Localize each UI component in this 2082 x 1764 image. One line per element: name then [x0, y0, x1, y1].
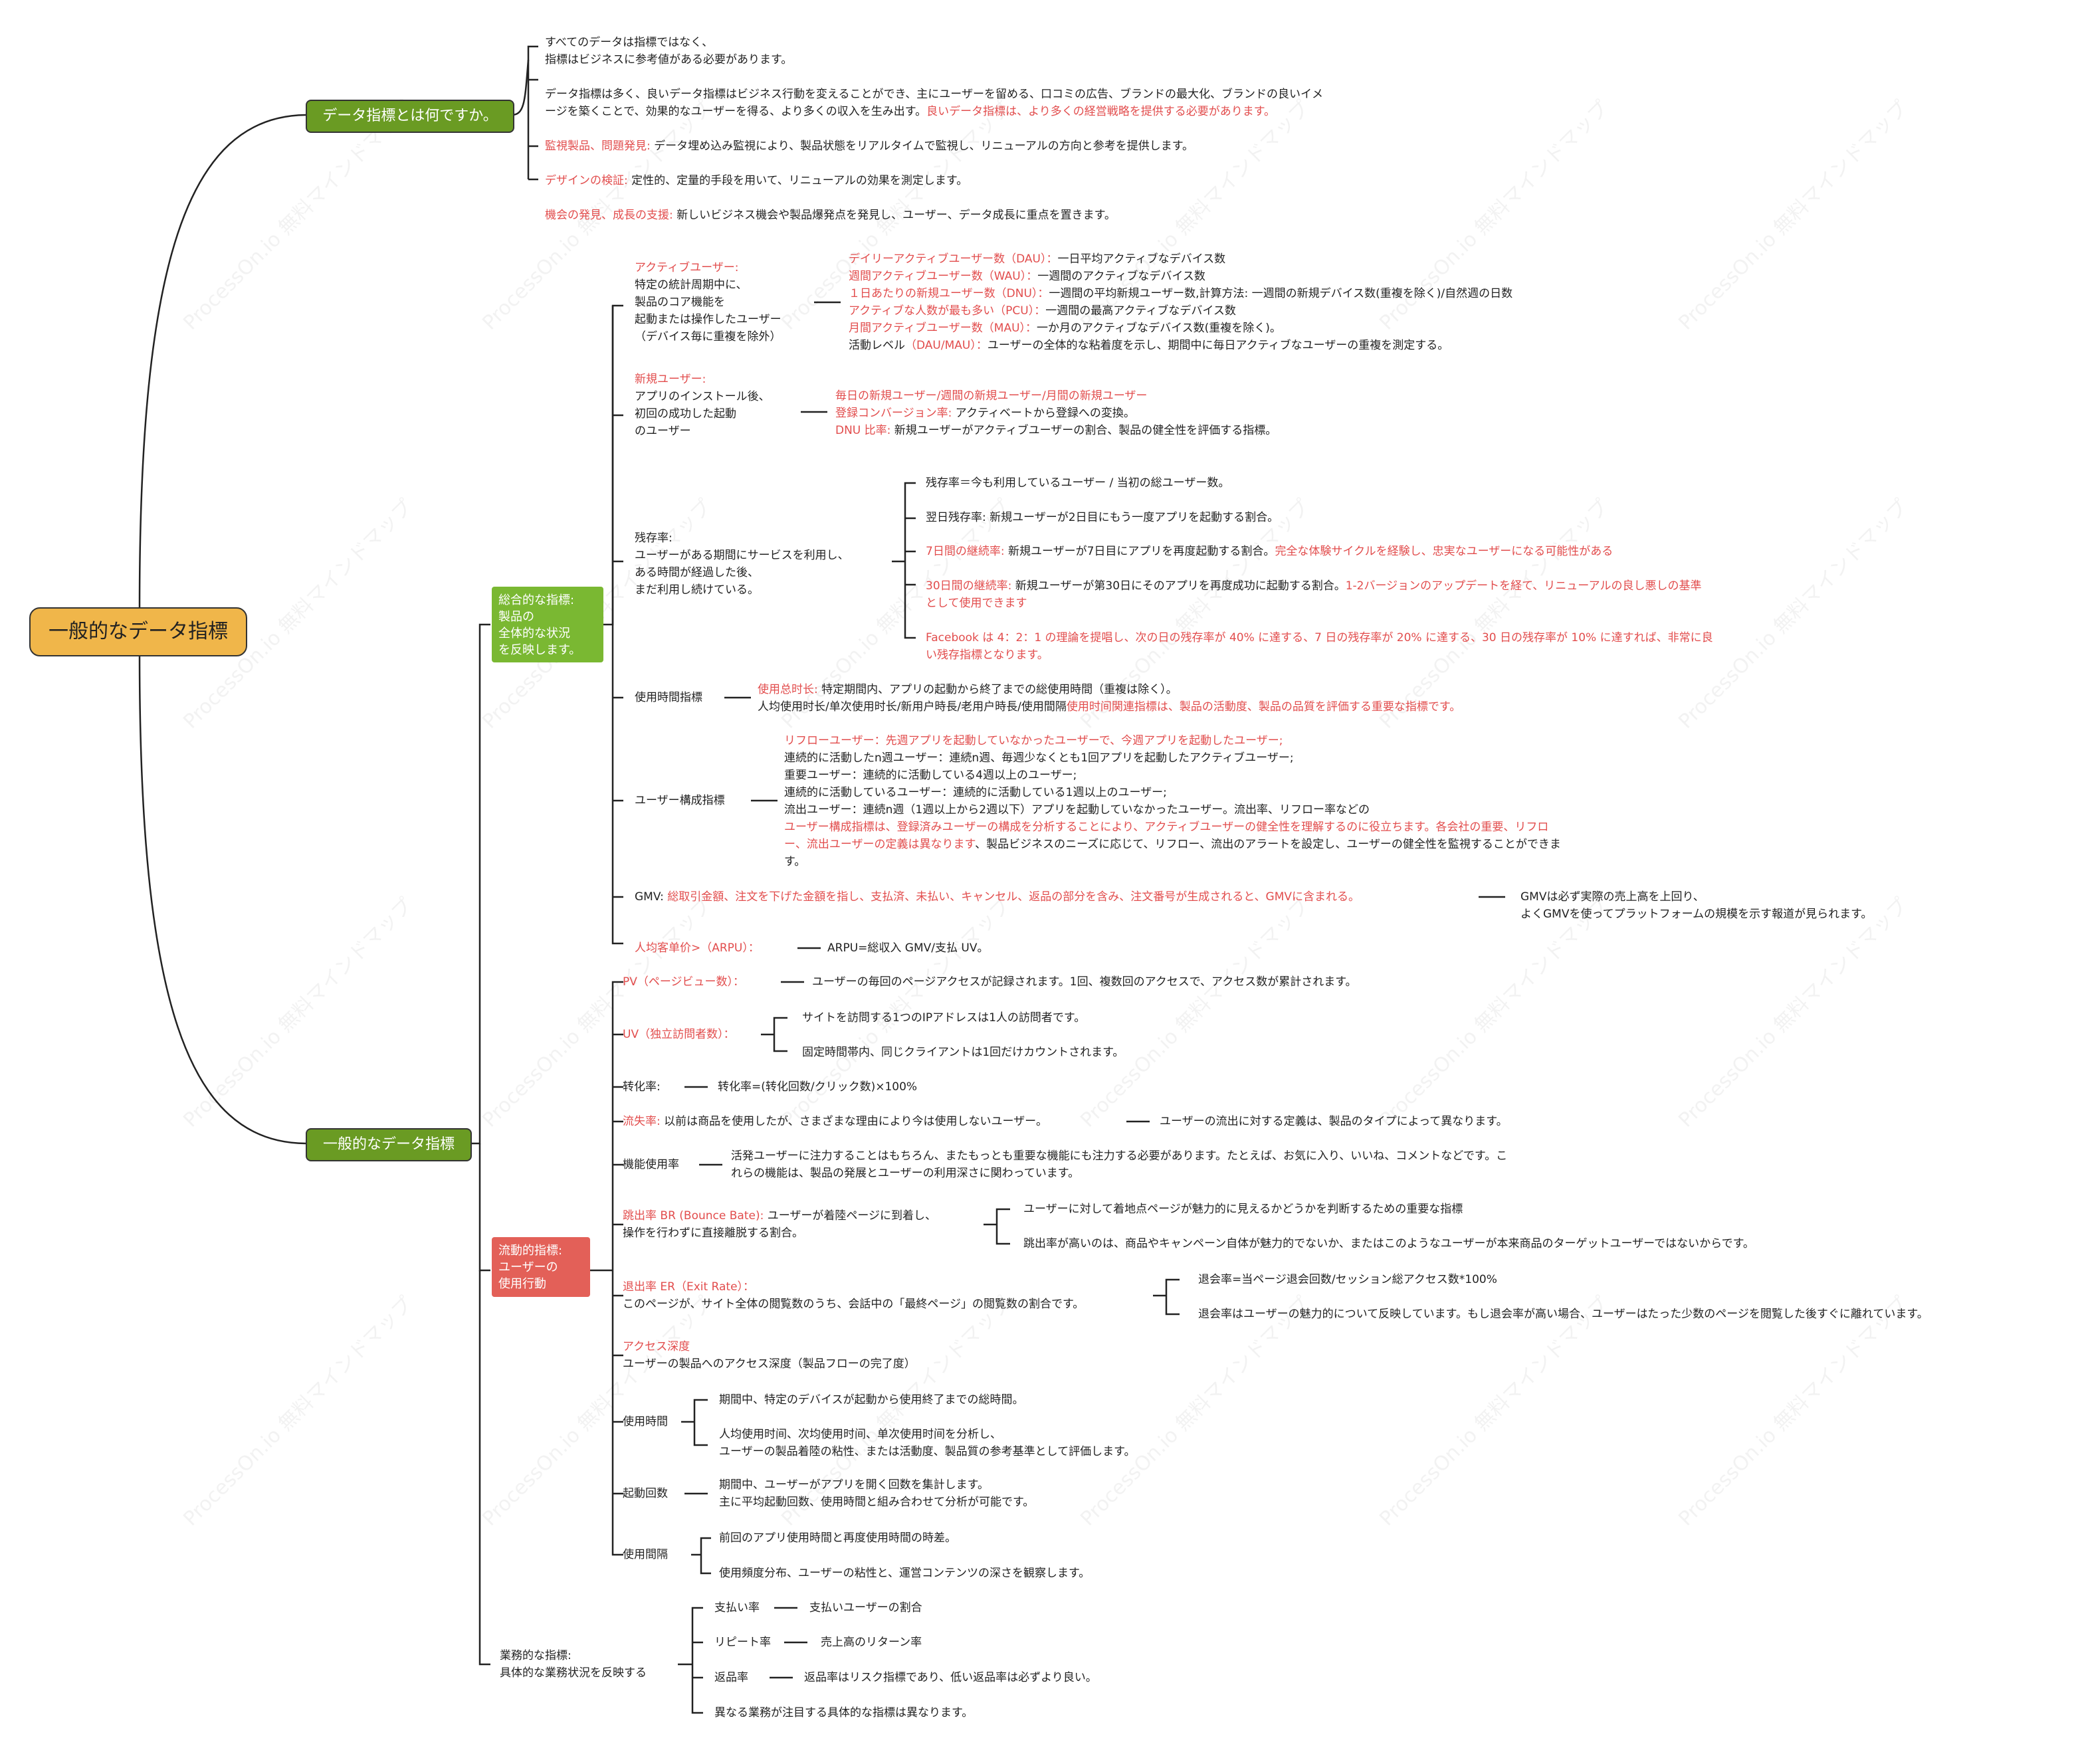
- retention-item-5: Facebook は 4：2：1 の理論を提唱し、次の日の残存率が 40% に達…: [926, 631, 1713, 662]
- b1-text-3: 監視製品、問題発見: データ埋め込み監視により、製品状態をリアルタイムで監視し、…: [545, 140, 1194, 153]
- uv-detail-2: 固定時間帯内、同じクライアントは1回だけカウントされます。: [802, 1046, 1124, 1059]
- root-node[interactable]: 一般的なデータ指標: [29, 607, 247, 656]
- launch-count-details: 期間中、ユーザーがアプリを開く回数を集計します。 主に平均起動回数、使用時間と組…: [719, 1478, 1035, 1509]
- branch-what-is-metric[interactable]: データ指標とは何ですか。: [306, 100, 514, 133]
- usage-duration-detail-1: 期間中、特定のデバイスが起動から使用終了までの総時間。: [719, 1393, 1024, 1407]
- uv-detail-1: サイトを訪問する1つのIPアドレスは1人の訪問者です。: [802, 1011, 1086, 1025]
- other-business-note: 異なる業務が注目する具体的な指標は異なります。: [714, 1706, 974, 1719]
- uv-node[interactable]: UV（独立訪問者数）：: [623, 1028, 735, 1041]
- usage-time-node[interactable]: 使用時間指標: [635, 691, 702, 704]
- launch-count-node[interactable]: 起動回数: [623, 1487, 668, 1500]
- new-user-details: 毎日の新規ユーザー/週間の新規ユーザー/月間の新規ユーザー 登録コンバージョン率…: [835, 389, 1277, 437]
- conversion-rate-node[interactable]: 转化率:: [623, 1080, 661, 1094]
- access-depth-node[interactable]: アクセス深度 ユーザーの製品へのアクセス深度（製品フローの完了度）: [623, 1340, 916, 1371]
- usage-time-details: 使用总时长: 特定期間内、アプリの起動から終了までの総使用時間（重複は除く）。 …: [758, 683, 1461, 714]
- active-user-details: デイリーアクティブユーザー数（DAU）：一日平均アクティブなデバイス数 週間アク…: [849, 252, 1513, 352]
- gmv-details: GMVは必ず実際の売上高を上回り、 よくGMVを使ってプラットフォームの規模を示…: [1520, 890, 1873, 921]
- feature-usage-node[interactable]: 機能使用率: [623, 1158, 679, 1171]
- retention-item-4: 30日間の継続率: 新規ユーザーが第30日にそのアプリを再度成功に起動する割合。…: [926, 579, 1702, 610]
- churn-rate-node[interactable]: 流失率: 以前は商品を使用したが、さまざまな理由により今は使用しないユーザー。: [623, 1115, 1047, 1128]
- bounce-detail-2: 跳出率が高いのは、商品やキャンペーン自体が魅力的でないか、またはこのようなユーザ…: [1023, 1237, 1754, 1250]
- subbranch-overall-metrics[interactable]: 総合的な指標: 製品の 全体的な状況 を反映します。: [492, 587, 603, 662]
- usage-interval-node[interactable]: 使用間隔: [623, 1548, 668, 1561]
- retention-item-3: 7日間の継続率: 新規ユーザーが7日目にアプリを再度起動する割合。完全な体験サイ…: [926, 545, 1614, 558]
- arpu-details: ARPU=総収入 GMV/支払 UV。: [827, 941, 989, 955]
- new-user-node[interactable]: 新規ユーザー: アプリのインストール後、 初回の成功した起動 のユーザー: [635, 373, 770, 438]
- gmv-node[interactable]: GMV: 総取引金額、注文を下げた金額を指し、支払済、未払い、キャンセル、返品の…: [635, 890, 1360, 904]
- usage-duration-detail-2: 人均使用时间、次均使用时间、单次使用时间を分析し、 ユーザーの製品着陸の粘性、ま…: [719, 1428, 1136, 1458]
- bounce-detail-1: ユーザーに対して着地点ページが魅力的に見えるかどうかを判断するための重要な指標: [1023, 1203, 1463, 1216]
- pv-node[interactable]: PV（ページビュー数）：: [623, 975, 745, 989]
- b1-text-2: データ指標は多く、良いデータ指標はビジネス行動を変えることができ、主にユーザーを…: [545, 88, 1323, 118]
- subbranch-business-metrics[interactable]: 業務的な指標: 具体的な業務状況を反映する: [500, 1649, 647, 1680]
- arpu-node[interactable]: 人均客单价>（ARPU）：: [635, 941, 760, 955]
- retention-item-1: 残存率＝今も利用しているユーザー / 当初の総ユーザー数。: [926, 476, 1230, 490]
- pv-details: ユーザーの毎回のページアクセスが記録されます。1回、複数回のアクセスで、アクセス…: [812, 975, 1357, 989]
- b1-text-1: すべてのデータは指標ではなく、 指標はビジネスに参考値がある必要があります。: [545, 36, 793, 66]
- exit-detail-2: 退会率はユーザーの魅力的について反映しています。もし退会率が高い場合、ユーザーは…: [1198, 1308, 1928, 1321]
- retention-node[interactable]: 残存率: ユーザーがある期間にサービスを利用し、 ある時間が経過した後、 まだ利…: [635, 532, 849, 597]
- refund-rate-node[interactable]: 返品率: [714, 1671, 748, 1684]
- bounce-rate-node[interactable]: 跳出率 BR (Bounce Bate): ユーザーが着陸ページに到着し、 操作…: [623, 1209, 937, 1240]
- b1-text-5: 機会の発見、成長の支援: 新しいビジネス機会や製品爆発点を発見し、ユーザー、デー…: [545, 209, 1116, 222]
- repeat-rate-node[interactable]: リピート率: [714, 1636, 771, 1649]
- refund-rate-details: 返品率はリスク指標であり、低い返品率は必ずより良い。: [804, 1671, 1097, 1684]
- repeat-rate-details: 売上高のリターン率: [821, 1636, 922, 1649]
- user-composition-details: リフローユーザー：先週アプリを起動していなかったユーザーで、今週アプリを起動した…: [784, 734, 1561, 868]
- payment-rate-node[interactable]: 支払い率: [714, 1601, 760, 1615]
- usage-duration-node[interactable]: 使用時間: [623, 1415, 668, 1428]
- exit-detail-1: 退会率=当ページ退会回数/セッション総アクセス数*100%: [1198, 1273, 1497, 1286]
- usage-interval-detail-2: 使用頻度分布、ユーザーの粘性と、運営コンテンツの深さを観察します。: [719, 1567, 1091, 1580]
- retention-item-2: 翌日残存率: 新規ユーザーが2日目にもう一度アプリを起動する割合。: [926, 511, 1279, 524]
- conversion-rate-details: 转化率=(转化回数/クリック数)×100%: [718, 1080, 918, 1094]
- branch-common-metrics[interactable]: 一般的なデータ指標: [306, 1128, 472, 1161]
- b1-text-4: デザインの検証: 定性的、定量的手段を用いて、リニューアルの効果を測定します。: [545, 174, 968, 187]
- usage-interval-detail-1: 前回のアプリ使用時間と再度使用時間の時差。: [719, 1531, 956, 1545]
- feature-usage-details: 活発ユーザーに注力することはもちろん、またもっとも重要な機能にも注力する必要があ…: [731, 1149, 1508, 1180]
- exit-rate-node[interactable]: 退出率 ER（Exit Rate）： このページが、サイト全体の閲覧数のうち、会…: [623, 1280, 1085, 1311]
- user-composition-node[interactable]: ユーザー構成指標: [635, 794, 725, 807]
- subbranch-flow-metrics[interactable]: 流動的指標: ユーザーの 使用行動: [492, 1237, 590, 1297]
- churn-rate-details: ユーザーの流出に対する定義は、製品のタイプによって異なります。: [1160, 1115, 1508, 1128]
- payment-rate-details: 支払いユーザーの割合: [809, 1601, 922, 1615]
- active-user-node[interactable]: アクティブユーザー: 特定の統計周期中に、 製品のコア機能を 起動または操作した…: [635, 261, 781, 343]
